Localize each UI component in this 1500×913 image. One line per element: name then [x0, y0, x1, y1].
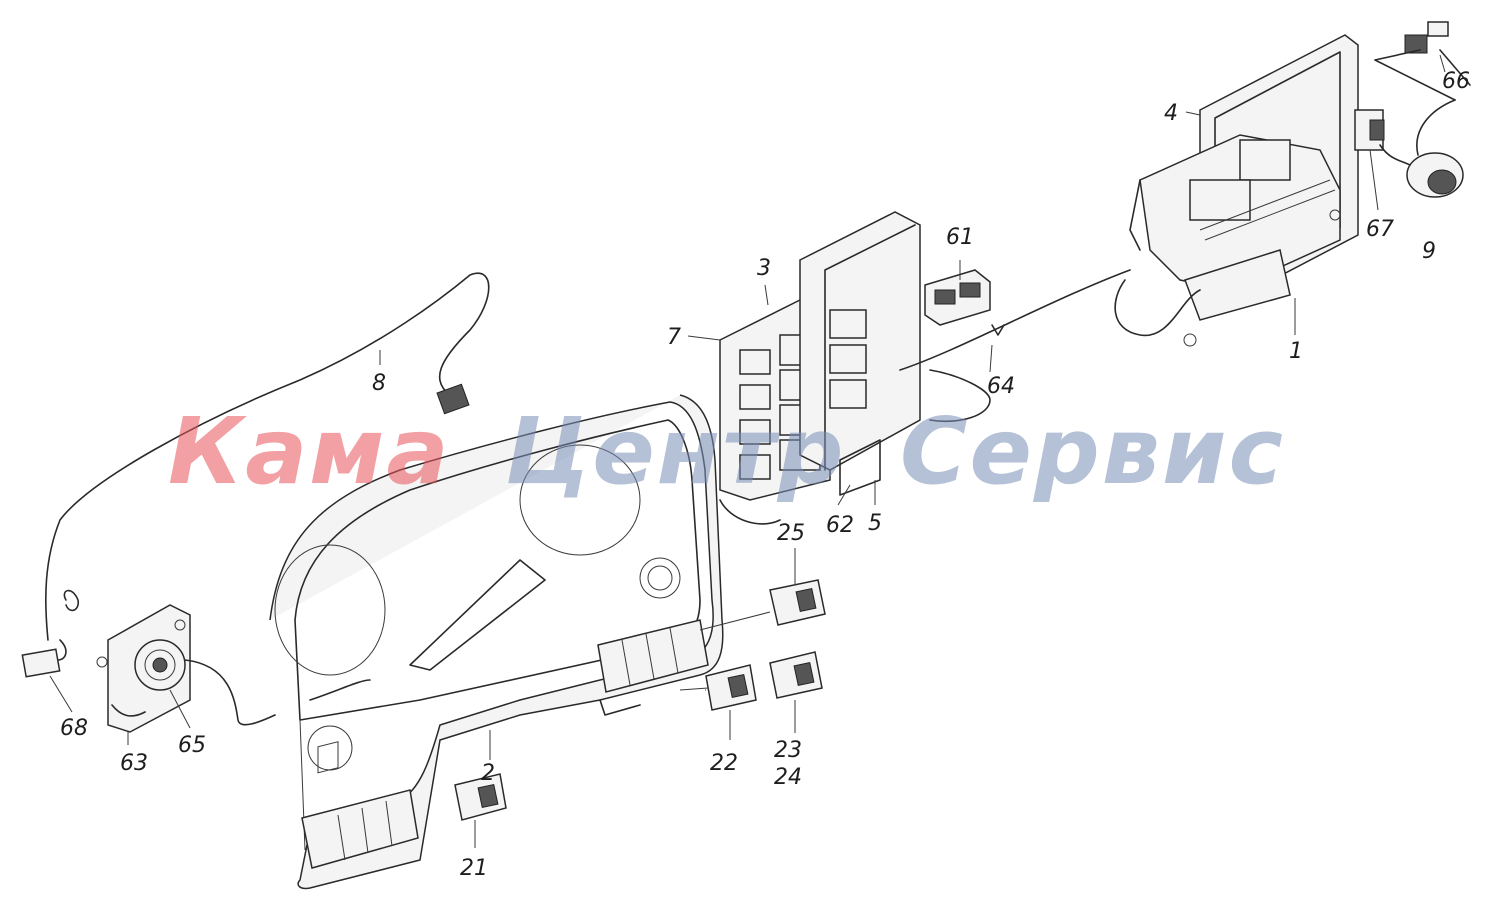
switch-bank-right	[597, 619, 709, 693]
switch-bank-left	[301, 789, 419, 869]
callout-62: 62	[826, 513, 854, 538]
fuse-bracket-1	[1184, 249, 1291, 321]
watermark-tsentr: Центр	[505, 398, 846, 505]
callout-3: 3	[757, 256, 771, 281]
watermark: Кама Центр Сервис	[168, 398, 1285, 505]
callout-2: 2	[481, 761, 495, 786]
switch-21	[454, 773, 507, 821]
plug-66	[1404, 34, 1428, 54]
watermark-kama: Кама	[168, 398, 451, 505]
connector-62	[839, 439, 881, 496]
gauge-opening-right	[519, 444, 641, 556]
callout-63: 63	[120, 751, 148, 776]
callout-4: 4	[1164, 101, 1178, 126]
callout-9: 9	[1422, 239, 1436, 264]
round-socket	[639, 557, 681, 599]
callout-25: 25	[777, 521, 805, 546]
callout-7: 7	[667, 325, 681, 350]
callout-23: 23	[774, 738, 802, 763]
wire-65	[184, 659, 276, 726]
wire-68	[57, 639, 67, 661]
gauge-opening-left	[274, 544, 386, 676]
watermark-servis: Сервис	[900, 398, 1285, 505]
callout-21: 21	[460, 856, 488, 881]
connector-8	[436, 383, 470, 415]
callout-24: 24	[774, 765, 802, 790]
callout-22: 22	[710, 751, 738, 776]
cluster-bracket	[409, 559, 546, 671]
callout-5: 5	[868, 511, 882, 536]
wire-64	[899, 269, 1131, 371]
callout-64: 64	[987, 374, 1015, 399]
callout-8: 8	[372, 371, 386, 396]
callout-1: 1	[1289, 339, 1303, 364]
switch-23	[769, 651, 823, 699]
callout-65: 65	[178, 733, 206, 758]
harness-wire-8	[44, 272, 490, 641]
callout-66: 66	[1442, 69, 1470, 94]
leader-lines	[49, 54, 1446, 848]
callout-68: 68	[60, 716, 88, 741]
callout-61: 61	[946, 225, 974, 250]
switch-22	[705, 664, 757, 711]
connector-68	[21, 648, 61, 678]
clip-left	[63, 589, 80, 612]
switch-25	[769, 579, 826, 626]
callout-67: 67	[1366, 217, 1394, 242]
